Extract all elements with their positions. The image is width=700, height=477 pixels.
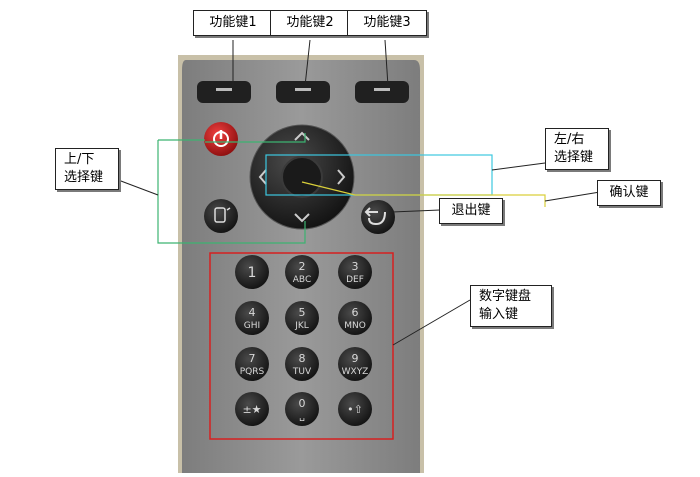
numpad-key[interactable]: •⇧ (338, 392, 372, 426)
confirm-label-text: 确认键 (609, 185, 649, 200)
function-key-2-label: 功能键2 (270, 10, 350, 36)
right-arrow-icon (337, 169, 346, 185)
numpad-key-digit: 6 (352, 306, 359, 319)
updown-label-line2: 选择键 (64, 170, 104, 185)
numpad-key-digit: 2 (299, 260, 306, 273)
numpad-key-letters: TUV (292, 367, 312, 377)
function-key-3[interactable] (355, 81, 409, 103)
function-key-1-text: 功能键1 (209, 15, 257, 30)
exit-button[interactable] (361, 200, 395, 234)
numpad-label-line2: 输入键 (479, 307, 519, 322)
numpad-leader (392, 299, 471, 346)
updown-leader (112, 177, 159, 196)
leftright-key-label: 左/右 选择键 (545, 128, 609, 170)
power-button[interactable] (204, 122, 238, 156)
updown-key-label: 上/下 选择键 (55, 148, 119, 190)
function-key-2-text: 功能键2 (286, 15, 334, 30)
updown-outline (205, 133, 306, 143)
numpad-key-letters: PQRS (240, 367, 265, 377)
numpad-key-letters: ABC (293, 275, 311, 285)
numpad-key-letters: DEF (346, 275, 364, 285)
fn2-leader (304, 39, 311, 87)
numpad-key[interactable]: 0␣ (285, 392, 319, 426)
confirm-leader (544, 191, 601, 202)
numpad-key-letters: ␣ (299, 412, 305, 422)
numpad-key-letters: MNO (344, 321, 366, 331)
down-arrow-icon (294, 213, 310, 223)
function-key-3-text: 功能键3 (363, 15, 411, 30)
leftright-label-line1: 左/右 (554, 132, 585, 147)
numpad-key-digit: 4 (249, 306, 256, 319)
left-arrow-icon (258, 169, 267, 185)
numpad-key-letters: GHI (244, 321, 260, 331)
exit-label-text: 退出键 (451, 203, 491, 218)
updown-label-line1: 上/下 (64, 152, 95, 167)
exit-leader (391, 209, 441, 213)
leftright-leader (491, 162, 546, 171)
numpad-key[interactable]: ±★ (235, 392, 269, 426)
up-arrow-icon (294, 131, 310, 141)
function-key-1[interactable] (197, 81, 251, 103)
numpad-key-letters: JKL (294, 321, 309, 331)
leftright-label-line2: 选择键 (554, 150, 594, 165)
numpad-key-digit: 7 (249, 352, 256, 365)
numpad-key-digit: 0 (299, 397, 306, 410)
function-key-2[interactable] (276, 81, 330, 103)
numpad-key-digit: 9 (352, 352, 359, 365)
numpad-key[interactable]: 1 (235, 255, 269, 289)
updown-outline-lower (157, 140, 306, 244)
function-key-1-label: 功能键1 (193, 10, 273, 36)
backlight-button[interactable] (204, 199, 238, 233)
numpad-key-letters: •⇧ (347, 403, 363, 416)
numpad-key-letters: ±★ (242, 403, 261, 416)
navigation-pad[interactable] (249, 124, 355, 230)
numpad-outline (209, 252, 394, 440)
exit-key-label: 退出键 (439, 198, 503, 224)
numpad-label: 数字键盘 输入键 (470, 285, 552, 327)
numpad-key-digit: 1 (248, 265, 257, 281)
numpad-key-digit: 5 (299, 306, 306, 319)
fn3-leader (384, 39, 389, 87)
confirm-key-label: 确认键 (597, 180, 661, 206)
function-key-3-label: 功能键3 (347, 10, 427, 36)
numpad-key-digit: 8 (299, 352, 306, 365)
numpad-key-digit: 3 (352, 260, 359, 273)
numpad-key-letters: WXYZ (342, 367, 369, 377)
numpad-label-line1: 数字键盘 (479, 289, 532, 304)
